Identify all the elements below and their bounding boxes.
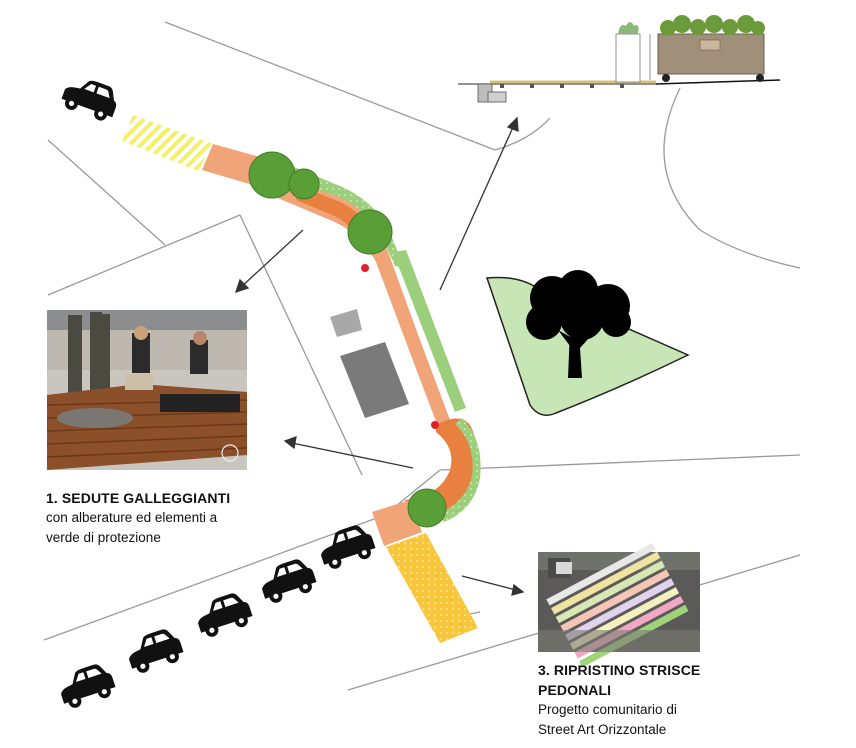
plant-icon: [618, 22, 639, 34]
green-strip: [393, 250, 466, 412]
caption-title: 1. SEDUTE GALLEGGIANTI: [46, 490, 231, 506]
hatched-crossing-top: [122, 115, 213, 171]
grey-block-small: [330, 309, 362, 337]
tree-icon: [347, 209, 393, 255]
small-planter: [615, 33, 641, 83]
caption-crosswalk-restore: 3. RIPRISTINO STRISCE PEDONALI Progetto …: [538, 660, 768, 740]
car-icon: [256, 555, 319, 606]
planter-section-drawing: [458, 15, 781, 103]
crosswalk-photo: [538, 542, 700, 668]
tree-icon: [288, 168, 320, 200]
caption-title: PEDONALI: [538, 682, 612, 698]
red-marker: [431, 421, 439, 429]
arrow-to-section: [439, 124, 515, 291]
grey-block-large: [340, 342, 409, 418]
arrow-head: [234, 278, 250, 294]
arrow-head: [283, 436, 297, 450]
street-edge-line: [47, 214, 241, 296]
arrow-head: [506, 116, 519, 132]
car-icon: [55, 660, 118, 711]
arrow-head: [511, 583, 525, 596]
arrow-to-photo: [291, 442, 414, 469]
caption-line: verde di protezione: [46, 530, 161, 545]
car-icon: [192, 589, 255, 640]
tree-icon: [407, 488, 447, 528]
walkway-trees: [248, 151, 447, 528]
crosswalk-yellow: [386, 533, 478, 643]
car-icon: [123, 625, 186, 676]
bench-photo: [46, 310, 248, 470]
car-icon: [58, 72, 122, 125]
street-curb-line: [663, 87, 801, 269]
street-edge-line: [439, 454, 801, 471]
street-edge-line: [47, 139, 166, 246]
street-edge-line: [164, 21, 496, 151]
arrow-to-bench: [239, 229, 304, 289]
caption-line: con alberature ed elementi a: [46, 510, 218, 525]
planter-area-orange: [405, 418, 478, 520]
street-edge-line: [239, 214, 363, 476]
car-icon: [315, 521, 378, 572]
planter-greenery: [660, 15, 765, 36]
arrow-to-crosswalk: [461, 575, 517, 591]
street-curb-line: [494, 117, 551, 151]
caption-line: Street Art Orizzontale: [538, 722, 667, 737]
tree-silhouette-icon: [526, 270, 631, 378]
tree-icon: [248, 151, 296, 199]
caption-line: Progetto comunitario di: [538, 702, 677, 717]
red-marker: [361, 264, 369, 272]
street-outline-lines: [43, 21, 801, 691]
caption-title: 3. RIPRISTINO STRISCE: [538, 662, 701, 678]
green-strip: [438, 418, 481, 522]
street-edge-line: [43, 514, 386, 641]
caption-floating-benches: 1. SEDUTE GALLEGGIANTI con alberature ed…: [46, 488, 306, 548]
annotation-arrows: [234, 116, 525, 596]
